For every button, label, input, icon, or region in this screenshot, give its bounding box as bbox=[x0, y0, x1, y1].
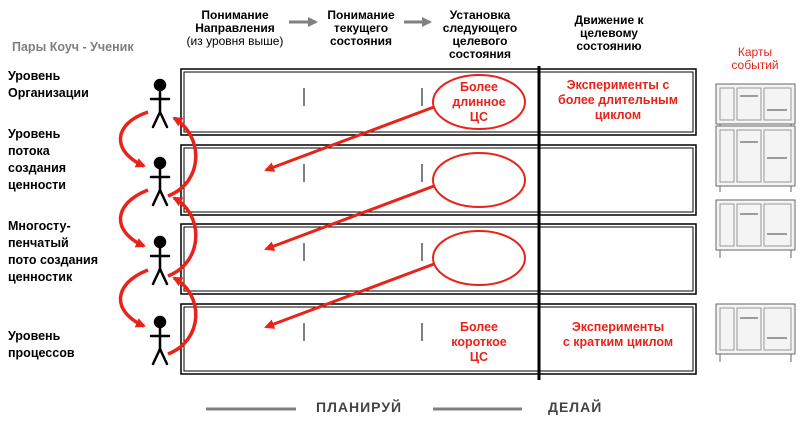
level-row-3 bbox=[180, 223, 697, 295]
event-map-icon-3 bbox=[715, 199, 796, 258]
cascade-arrow-2 bbox=[264, 184, 435, 251]
target-label-longer: Более длинное ЦС bbox=[452, 80, 506, 124]
header-moving: Движение к целевому состоянию bbox=[574, 13, 644, 53]
experiments-long-cycle: Эксперименты с более длительным циклом bbox=[558, 78, 678, 122]
cascade-arrow-3 bbox=[264, 262, 435, 329]
coach-arrow-down-2 bbox=[118, 188, 149, 248]
level-processes: Уровень процессов bbox=[8, 329, 75, 360]
target-label-shorter: Более короткое ЦС bbox=[451, 320, 507, 364]
coach-arrow-down-3 bbox=[118, 268, 149, 328]
person-icon-4 bbox=[149, 315, 171, 366]
level-value-stream: Уровень потока создания ценности bbox=[8, 127, 67, 192]
person-icon-1 bbox=[149, 78, 171, 129]
event-map-icon-2 bbox=[715, 125, 796, 192]
pairs-title: Пары Коуч - Ученик bbox=[12, 40, 134, 54]
header-current-state: Понимание текущего состояния bbox=[327, 8, 395, 48]
level-row-1 bbox=[180, 68, 697, 136]
cascade-arrow-1 bbox=[264, 105, 435, 172]
header-direction-label: Понимание Направления bbox=[195, 8, 275, 35]
event-map-icon-1 bbox=[715, 83, 796, 130]
target-ellipse-3 bbox=[432, 230, 526, 286]
column-ticks bbox=[303, 88, 423, 341]
coach-arrow-up-2 bbox=[167, 196, 198, 278]
person-icon-2 bbox=[149, 156, 171, 207]
target-ellipse-2 bbox=[432, 152, 526, 208]
coach-arrow-up-3 bbox=[167, 276, 198, 356]
event-map-icon-4 bbox=[715, 303, 796, 362]
level-row-4 bbox=[180, 303, 697, 375]
level-multistage-stream: Многосту- пенчатый пото создания ценност… bbox=[8, 219, 98, 284]
header-next-target: Установка следующего целевого состояния bbox=[442, 8, 518, 61]
coach-arrow-up-1 bbox=[167, 116, 198, 198]
footer-plan: ПЛАНИРУЙ bbox=[316, 399, 403, 415]
level-row-2 bbox=[180, 144, 697, 216]
footer-do: ДЕЛАЙ bbox=[548, 399, 603, 415]
level-organization: Уровень Организации bbox=[8, 69, 89, 100]
target-ellipse-1 bbox=[432, 74, 526, 130]
event-maps-title: Карты событий bbox=[731, 45, 779, 72]
header-direction-note: (из уровня выше) bbox=[186, 34, 284, 48]
experiments-short-cycle: Эксперименты с кратким циклом bbox=[562, 320, 674, 349]
coach-arrow-down-1 bbox=[118, 110, 149, 168]
header-direction: Понимание Направления (из уровня выше) bbox=[185, 9, 285, 48]
person-icon-3 bbox=[149, 235, 171, 286]
